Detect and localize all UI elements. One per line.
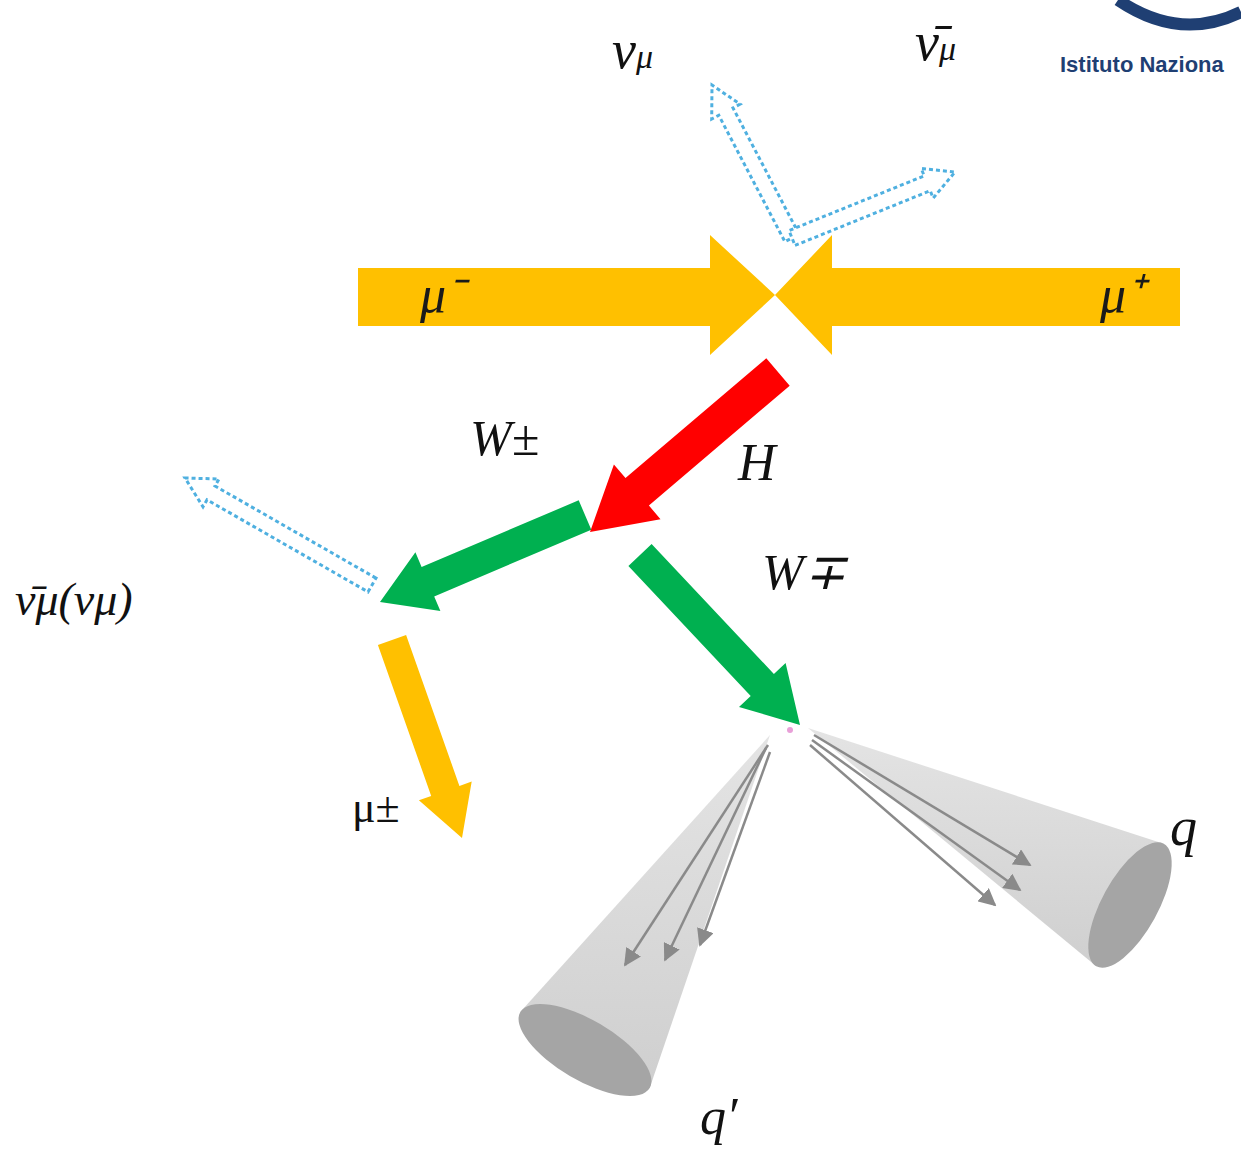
jet-label: q′ [700, 1086, 737, 1148]
higgs-arrow [590, 358, 790, 532]
particle-name: H [738, 432, 776, 494]
w-boson-arrow [380, 500, 591, 611]
jet-track [812, 740, 1020, 890]
jet-track [665, 748, 766, 960]
particle-name-text: W± [470, 408, 539, 468]
neutrino-arrow [712, 85, 799, 242]
jet-track [814, 735, 1030, 865]
particle-name-text: ν̄μ(νμ) [15, 572, 133, 627]
jet-label-text: q [1170, 795, 1197, 860]
logo-arc [1118, 0, 1241, 25]
particle-name: μ⁺ [1100, 265, 1144, 325]
particle-name-text: W∓ [762, 542, 846, 602]
particle-name-text: μ± [352, 782, 400, 835]
particle-name: ν̄μ(νμ) [15, 572, 133, 627]
jet-track [810, 745, 995, 905]
particle-name: W± [470, 408, 539, 468]
jet-track [700, 752, 770, 945]
particle-name: μ± [352, 782, 400, 835]
jet-label: q [1170, 795, 1197, 860]
particle-name: W∓ [762, 542, 846, 602]
particle-name-text: νμ [612, 18, 653, 83]
particle-name: ν̄μ [915, 10, 956, 75]
particle-name-text: H [738, 432, 776, 494]
particle-name: μ⁻ [420, 265, 464, 325]
jet-track [625, 745, 768, 965]
muon-beam: μ⁻ [358, 232, 778, 358]
particle-name: νμ [612, 18, 653, 83]
institute-logo-text-text: Istituto Naziona [1060, 52, 1224, 78]
antineutrino-arrow [789, 169, 955, 246]
jet-opening [505, 986, 665, 1114]
beam-shape [358, 235, 775, 355]
jet-label-text: q′ [700, 1086, 737, 1148]
jet-vertex [787, 727, 793, 733]
neutrino-arrow [185, 478, 376, 592]
particle-name-text: ν̄μ [915, 10, 956, 75]
antimuon-beam: μ⁺ [770, 232, 1182, 358]
beam-shape [775, 235, 1180, 355]
institute-logo-text: Istituto Naziona [1060, 52, 1224, 78]
